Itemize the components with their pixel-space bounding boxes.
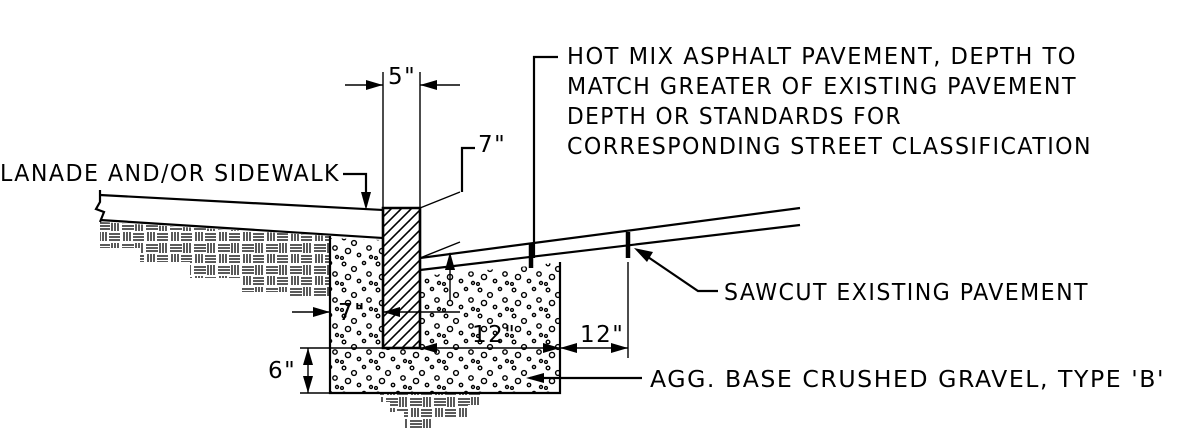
exposure-leader [419, 191, 461, 209]
arrowhead [361, 192, 371, 210]
note-asphalt-line-2: MATCH GREATER OF EXISTING PAVEMENT [567, 74, 1077, 100]
arrowhead [420, 343, 437, 353]
arrowhead [560, 343, 577, 353]
exposure-tag [460, 146, 475, 192]
native-soil-bottom [380, 393, 480, 428]
concrete-curb [381, 206, 422, 350]
sidewalk-top-line [99, 193, 384, 212]
aggregate-base [330, 238, 560, 393]
note-asphalt-line-3: DEPTH OR STANDARDS FOR [567, 104, 902, 130]
arrowhead [445, 252, 455, 270]
arrowhead [313, 307, 330, 317]
pavement-top-line [419, 206, 801, 260]
arrowhead [543, 343, 560, 353]
note-asphalt-line-1: HOT MIX ASPHALT PAVEMENT, DEPTH TO [567, 44, 1077, 70]
arrowhead [420, 80, 437, 90]
sidewalk-break-mark [94, 190, 106, 223]
asphalt-leader [532, 55, 558, 258]
native-soil-left [100, 222, 330, 296]
note-sawcut: SAWCUT EXISTING PAVEMENT [724, 280, 1089, 306]
base-outline [328, 236, 562, 395]
dim-label-gutter-width: 12" [472, 322, 516, 348]
pavement-bottom-line [419, 223, 801, 272]
note-asphalt-line-4: CORRESPONDING STREET CLASSIFICATION [567, 134, 1092, 160]
arrowhead [611, 343, 628, 353]
arrowhead [366, 80, 383, 90]
dim-label-curb-top-width: 5" [388, 64, 416, 90]
arrowhead [303, 376, 313, 393]
arrowhead [383, 307, 400, 317]
note-sidewalk: LANADE AND/OR SIDEWALK [0, 161, 340, 187]
arrowhead [303, 348, 313, 365]
dim-label-curb-exposure: 7" [478, 132, 506, 158]
arrowhead [634, 248, 653, 262]
sidewalk-bottom-line [99, 218, 384, 240]
sawcut-leader [644, 254, 718, 293]
dim-label-base-depth: 6" [268, 358, 296, 384]
note-base: AGG. BASE CRUSHED GRAVEL, TYPE 'B' [650, 367, 1165, 393]
exposure-ext-low [419, 241, 461, 259]
sidewalk-leader [343, 172, 368, 203]
dim-label-curb-width-bottom: 7" [338, 300, 366, 326]
arrowhead [526, 373, 544, 383]
dim-label-sawcut-offset: 12" [580, 322, 624, 348]
